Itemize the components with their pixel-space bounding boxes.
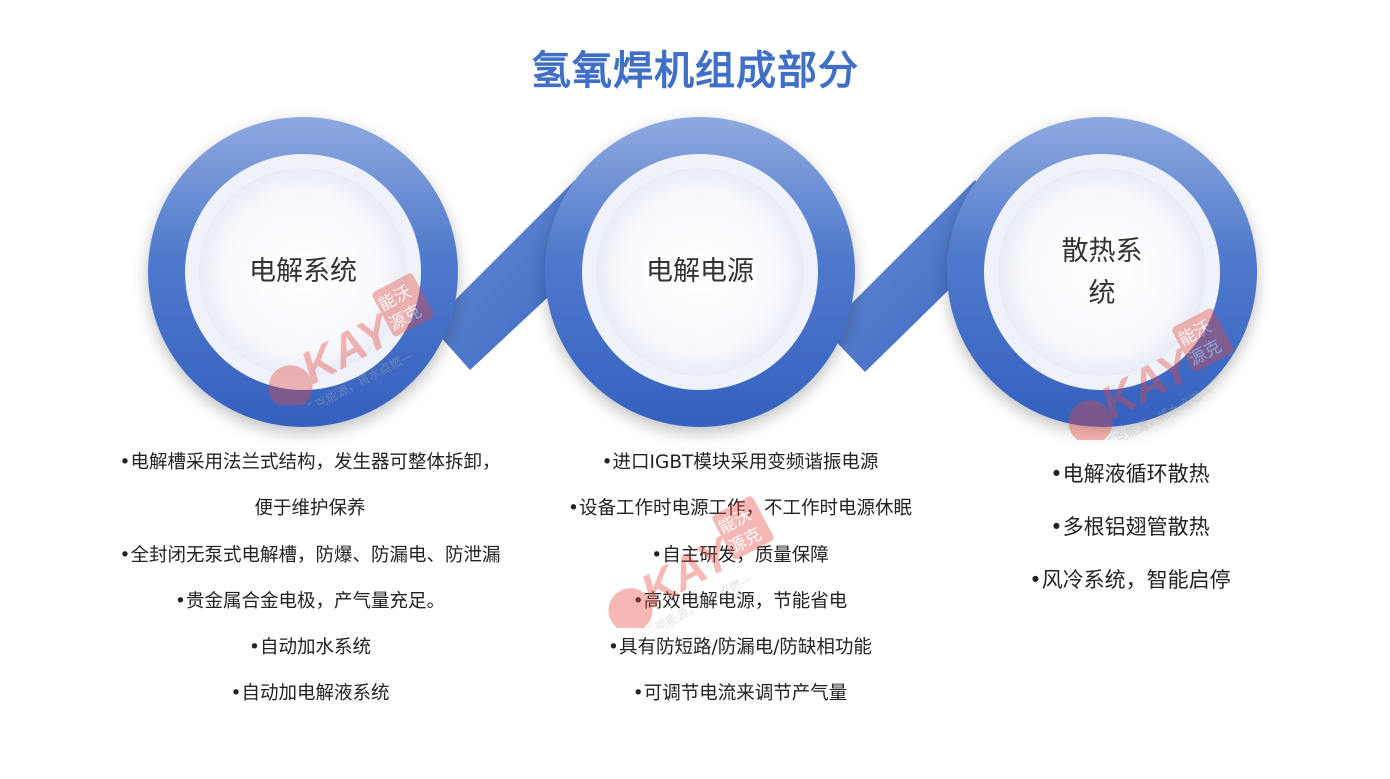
electrolysis-system-features: •电解槽采用法兰式结构，发生器可整体拆卸， 便于维护保养 •全封闭无泵式电解槽，… (80, 440, 540, 718)
feature-item: •设备工作时电源工作，不工作时电源休眠 (568, 498, 912, 520)
ring-2 (545, 117, 855, 427)
ring-1 (148, 117, 458, 427)
feature-item: •全封闭无泵式电解槽，防爆、防漏电、防泄漏 (119, 544, 501, 566)
feature-item: •自主研发，质量保障 (651, 544, 829, 566)
feature-item: •电解液循环散热 (1050, 462, 1210, 486)
feature-item: •具有防短路/防漏电/防缺相功能 (608, 637, 872, 659)
feature-item: •多根铝翅管散热 (1050, 515, 1210, 539)
node-label-line: 统 (1088, 278, 1116, 309)
feature-item: •进口IGBT模块采用变频谐振电源 (601, 452, 879, 473)
feature-item: •高效电解电源，节能省电 (632, 590, 848, 612)
node-label-line: 散热系 (1061, 236, 1143, 267)
ring-3 (947, 117, 1257, 427)
page-title: 氢氧焊机组成部分 (531, 48, 859, 94)
feature-item: •贵金属合金电极，产气量充足。 (175, 590, 445, 612)
feature-item: •可调节电流来调节产气量 (632, 683, 848, 705)
electrolysis-power-features: •进口IGBT模块采用变频谐振电源 •设备工作时电源工作，不工作时电源休眠 •自… (520, 440, 960, 718)
node-label-line: 电解电源 (646, 256, 754, 287)
node-label-electrolysis-power: 电解电源 (600, 251, 800, 293)
node-label-cooling-system: 散热系 统 (1002, 231, 1202, 315)
feature-item: •风冷系统，智能启停 (1029, 568, 1231, 592)
node-label-electrolysis-system: 电解系统 (203, 251, 403, 293)
feature-item: •自动加电解液系统 (230, 683, 390, 705)
feature-item: •自动加水系统 (249, 637, 371, 659)
feature-item: •电解槽采用法兰式结构，发生器可整体拆卸， (119, 452, 501, 473)
feature-item: 便于维护保养 (254, 498, 366, 520)
cooling-system-features: •电解液循环散热 •多根铝翅管散热 •风冷系统，智能启停 (990, 448, 1270, 607)
node-label-line: 电解系统 (249, 256, 357, 287)
